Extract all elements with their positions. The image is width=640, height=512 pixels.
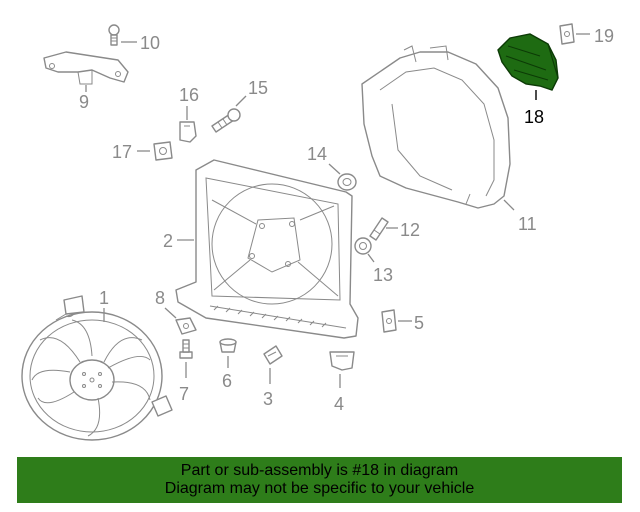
part-9-bracket[interactable] <box>43 51 129 85</box>
part-4-bracket[interactable] <box>329 351 355 371</box>
banner-line-1: Part or sub-assembly is #18 in diagram <box>180 462 459 479</box>
callout-8[interactable]: 8 <box>155 288 165 308</box>
part-5-clip[interactable] <box>381 309 397 333</box>
part-1-fan-assembly[interactable] <box>21 295 173 441</box>
callout-7[interactable]: 7 <box>179 384 189 404</box>
banner-line-2: Diagram may not be specific to your vehi… <box>164 480 475 497</box>
info-banner: Part or sub-assembly is #18 in diagram D… <box>17 457 622 503</box>
part-7-bolt[interactable] <box>179 339 193 359</box>
callout-9[interactable]: 9 <box>79 92 89 112</box>
part-13-nut[interactable] <box>354 237 372 255</box>
part-15-bolt[interactable] <box>211 108 241 133</box>
part-11-shroud-housing[interactable] <box>361 45 511 209</box>
callout-14[interactable]: 14 <box>307 144 327 164</box>
part-19-clip[interactable] <box>559 23 575 45</box>
callout-5[interactable]: 5 <box>414 313 424 333</box>
part-16-clip[interactable] <box>179 121 197 143</box>
part-10-screw[interactable] <box>108 24 120 46</box>
callout-11[interactable]: 11 <box>518 214 537 234</box>
leader-13 <box>367 253 375 263</box>
callout-19[interactable]: 19 <box>594 26 614 46</box>
leader-8 <box>164 307 177 319</box>
callout-13[interactable]: 13 <box>373 265 393 285</box>
part-2-fan-shroud[interactable] <box>175 159 359 339</box>
leader-11 <box>503 199 515 211</box>
part-6-grommet[interactable] <box>219 338 237 353</box>
part-18-deflector-highlighted[interactable] <box>497 33 559 91</box>
callout-18[interactable]: 18 <box>524 107 544 127</box>
leader-14 <box>328 163 341 175</box>
parts-diagram: 10 9 16 15 17 14 <box>21 23 614 441</box>
callout-12[interactable]: 12 <box>400 220 420 240</box>
callout-4[interactable]: 4 <box>334 394 344 414</box>
part-8-retainer[interactable] <box>175 317 197 335</box>
callout-2[interactable]: 2 <box>163 231 173 251</box>
callout-1[interactable]: 1 <box>99 288 109 308</box>
callout-17[interactable]: 17 <box>112 142 132 162</box>
callout-16[interactable]: 16 <box>179 85 199 105</box>
part-17-clip-nut[interactable] <box>153 141 173 161</box>
callout-15[interactable]: 15 <box>248 78 268 98</box>
part-14-grommet[interactable] <box>337 173 357 191</box>
callout-10[interactable]: 10 <box>140 33 160 53</box>
callout-3[interactable]: 3 <box>263 389 273 409</box>
part-3-stud[interactable] <box>263 345 283 365</box>
part-12-pin[interactable] <box>369 217 389 241</box>
leader-15 <box>235 95 247 107</box>
callout-6[interactable]: 6 <box>222 371 232 391</box>
